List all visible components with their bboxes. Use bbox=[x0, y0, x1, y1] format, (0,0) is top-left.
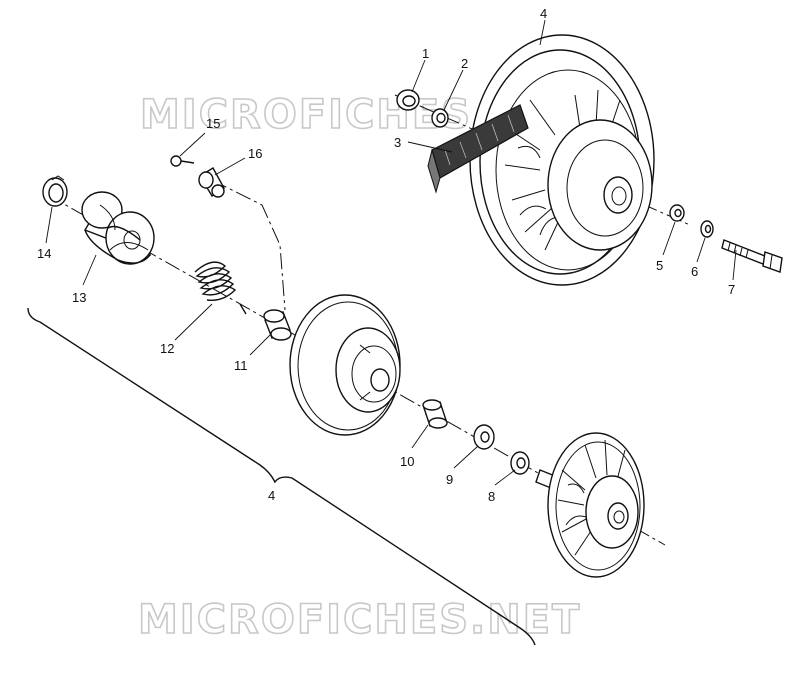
callout-3: 3 bbox=[394, 135, 401, 150]
washer-5 bbox=[669, 204, 685, 222]
pin-axis bbox=[211, 179, 286, 311]
callout-11: 11 bbox=[234, 358, 248, 373]
movable-sheave bbox=[289, 294, 401, 436]
washer-2 bbox=[431, 108, 449, 128]
callout-8: 8 bbox=[488, 489, 495, 504]
callout-9: 9 bbox=[446, 472, 453, 487]
washer-9 bbox=[473, 424, 495, 450]
bushing-10 bbox=[422, 399, 448, 429]
callout-1: 1 bbox=[422, 46, 429, 61]
callout-5: 5 bbox=[656, 258, 663, 273]
torque-cam-13 bbox=[81, 191, 155, 265]
callout-2: 2 bbox=[461, 56, 468, 71]
drive-belt bbox=[427, 104, 529, 194]
screw-15 bbox=[170, 155, 195, 167]
spring-12 bbox=[194, 261, 247, 315]
washer-1 bbox=[396, 89, 420, 111]
callout-16: 16 bbox=[248, 146, 262, 161]
driven-sheave-upper bbox=[469, 34, 655, 286]
callout-15: 15 bbox=[206, 116, 220, 131]
callout-10: 10 bbox=[400, 454, 414, 469]
callout-12: 12 bbox=[160, 341, 174, 356]
callout-7: 7 bbox=[728, 282, 735, 297]
callout-4-top: 4 bbox=[540, 6, 547, 21]
assembly-bracket bbox=[27, 307, 536, 646]
watermark-bottom: MICROFICHES.NET bbox=[138, 597, 581, 643]
callout-4-bracket: 4 bbox=[268, 488, 275, 503]
callout-14: 14 bbox=[37, 246, 51, 261]
callout-13: 13 bbox=[72, 290, 86, 305]
retaining-ring-14 bbox=[42, 175, 68, 207]
washer-8 bbox=[510, 451, 530, 475]
callout-6: 6 bbox=[691, 264, 698, 279]
bolt-7 bbox=[721, 239, 783, 273]
button-16 bbox=[198, 167, 225, 198]
fixed-sheave-lower bbox=[535, 432, 645, 578]
lock-washer-6 bbox=[700, 220, 714, 238]
bushing-11 bbox=[263, 309, 292, 341]
leader-lines bbox=[45, 19, 737, 486]
